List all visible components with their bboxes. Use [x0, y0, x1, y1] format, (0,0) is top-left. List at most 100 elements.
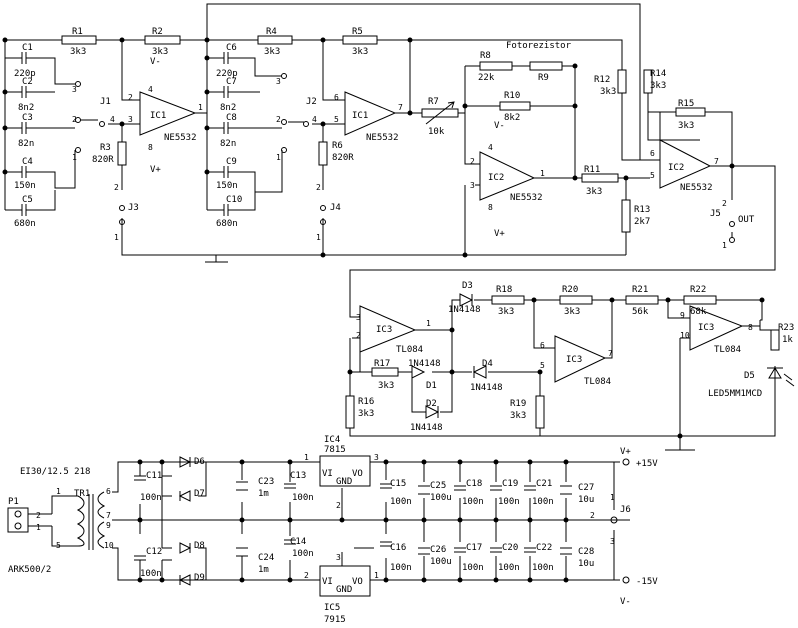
- svg-text:3: 3: [356, 313, 361, 322]
- label-D6: D6: [194, 457, 205, 467]
- minus15-label: -15V: [636, 577, 658, 587]
- label-R15: R15: [678, 99, 694, 109]
- svg-text:3: 3: [72, 85, 77, 94]
- label-C1: C1: [22, 43, 33, 53]
- value-C24: 1m: [258, 565, 269, 575]
- svg-text:2: 2: [72, 115, 77, 124]
- connector-J3: J3: [128, 203, 139, 213]
- ic2b-name: IC2: [668, 163, 684, 173]
- label-R5: R5: [352, 27, 363, 37]
- value-C25: 100u: [430, 493, 452, 503]
- value-C10: 680n: [216, 219, 238, 229]
- label-R22: R22: [690, 285, 706, 295]
- ic3c-part: TL084: [714, 345, 741, 355]
- value-C2: 8n2: [18, 103, 34, 113]
- value-R23: 1k: [782, 335, 793, 345]
- svg-text:9: 9: [106, 521, 111, 530]
- svg-text:3: 3: [336, 553, 341, 562]
- transformer-ref: TR1: [74, 489, 90, 499]
- value-R6: 820R: [332, 153, 354, 163]
- ic5-gnd: GND: [336, 585, 352, 595]
- svg-text:5: 5: [650, 171, 655, 180]
- top-labels: R1 3k3 R2 3k3 R4 3k3 R5 3k3 R3 820R R6 8…: [14, 27, 755, 239]
- value-C27: 10u: [578, 495, 594, 505]
- value-R3: 820R: [92, 155, 114, 165]
- ic4-gnd: GND: [336, 477, 352, 487]
- svg-text:4: 4: [148, 85, 153, 94]
- label-D9: D9: [194, 573, 205, 583]
- ic4-vo: VO: [352, 469, 363, 479]
- label-R7: R7: [428, 97, 439, 107]
- value-C13: 100n: [292, 493, 314, 503]
- part-D5: LED5MM1MCD: [708, 389, 762, 399]
- label-C19: C19: [502, 479, 518, 489]
- ic1a-name: IC1: [150, 111, 166, 121]
- label-C15: C15: [390, 479, 406, 489]
- label-C16: C16: [390, 543, 406, 553]
- value-R22: 68k: [690, 307, 707, 317]
- svg-text:6: 6: [540, 341, 545, 350]
- label-R18: R18: [496, 285, 512, 295]
- value-C19: 100n: [498, 497, 520, 507]
- svg-text:2: 2: [590, 511, 595, 520]
- ic2a-part: NE5532: [510, 193, 543, 203]
- svg-text:1: 1: [540, 169, 545, 178]
- label-R13: R13: [634, 205, 650, 215]
- value-C16: 100n: [390, 563, 412, 573]
- label-D3: D3: [462, 281, 473, 291]
- value-R10: 8k2: [504, 113, 520, 123]
- label-C14: C14: [290, 537, 306, 547]
- svg-text:2: 2: [336, 501, 341, 510]
- label-C27: C27: [578, 483, 594, 493]
- svg-text:6: 6: [106, 487, 111, 496]
- svg-text:2: 2: [304, 571, 309, 580]
- label-R19: R19: [510, 399, 526, 409]
- ground-symbol: [205, 255, 228, 263]
- label-D1: D1: [426, 381, 437, 391]
- svg-text:3: 3: [470, 181, 475, 190]
- value-C21: 100n: [532, 497, 554, 507]
- value-C6: 220p: [216, 69, 238, 79]
- ic1b-name: IC1: [352, 111, 368, 121]
- svg-text:7: 7: [398, 103, 403, 112]
- label-R12: R12: [594, 75, 610, 85]
- svg-text:2: 2: [276, 115, 281, 124]
- label-R1: R1: [72, 27, 83, 37]
- plus15-label: +15V: [636, 459, 658, 469]
- value-C8: 82n: [220, 139, 236, 149]
- connector-J1: J1: [100, 97, 111, 107]
- label-D7: D7: [194, 489, 205, 499]
- value-R17: 3k3: [378, 381, 394, 391]
- svg-text:5: 5: [56, 541, 61, 550]
- terminal-part: ARK500/2: [8, 565, 51, 575]
- part-D3: 1N4148: [448, 305, 481, 315]
- ic2a-name: IC2: [488, 173, 504, 183]
- svg-text:4: 4: [312, 115, 317, 124]
- svg-text:2: 2: [356, 331, 361, 340]
- svg-text:2: 2: [470, 157, 475, 166]
- svg-text:3: 3: [276, 77, 281, 86]
- value-C22: 100n: [532, 563, 554, 573]
- label-R17: R17: [374, 359, 390, 369]
- ic1b-part: NE5532: [366, 133, 399, 143]
- svg-text:1: 1: [276, 153, 281, 162]
- label-R6: R6: [332, 141, 343, 151]
- label-R4: R4: [266, 27, 277, 37]
- svg-text:3: 3: [374, 453, 379, 462]
- ic3a-name: IC3: [376, 325, 392, 335]
- ic1a-part: NE5532: [164, 133, 197, 143]
- label-C12: C12: [146, 547, 162, 557]
- ic1-vminus: V-: [150, 57, 161, 67]
- svg-text:7: 7: [106, 511, 111, 520]
- value-C9: 150n: [216, 181, 238, 191]
- svg-text:1: 1: [114, 233, 119, 242]
- label-C4: C4: [22, 157, 33, 167]
- label-R8: R8: [480, 51, 491, 61]
- svg-text:10: 10: [104, 541, 114, 550]
- svg-text:1: 1: [198, 103, 203, 112]
- svg-text:1: 1: [722, 241, 727, 250]
- value-R8: 22k: [478, 73, 495, 83]
- svg-text:1: 1: [426, 319, 431, 328]
- value-C15: 100n: [390, 497, 412, 507]
- connector-J5: J5: [710, 209, 721, 219]
